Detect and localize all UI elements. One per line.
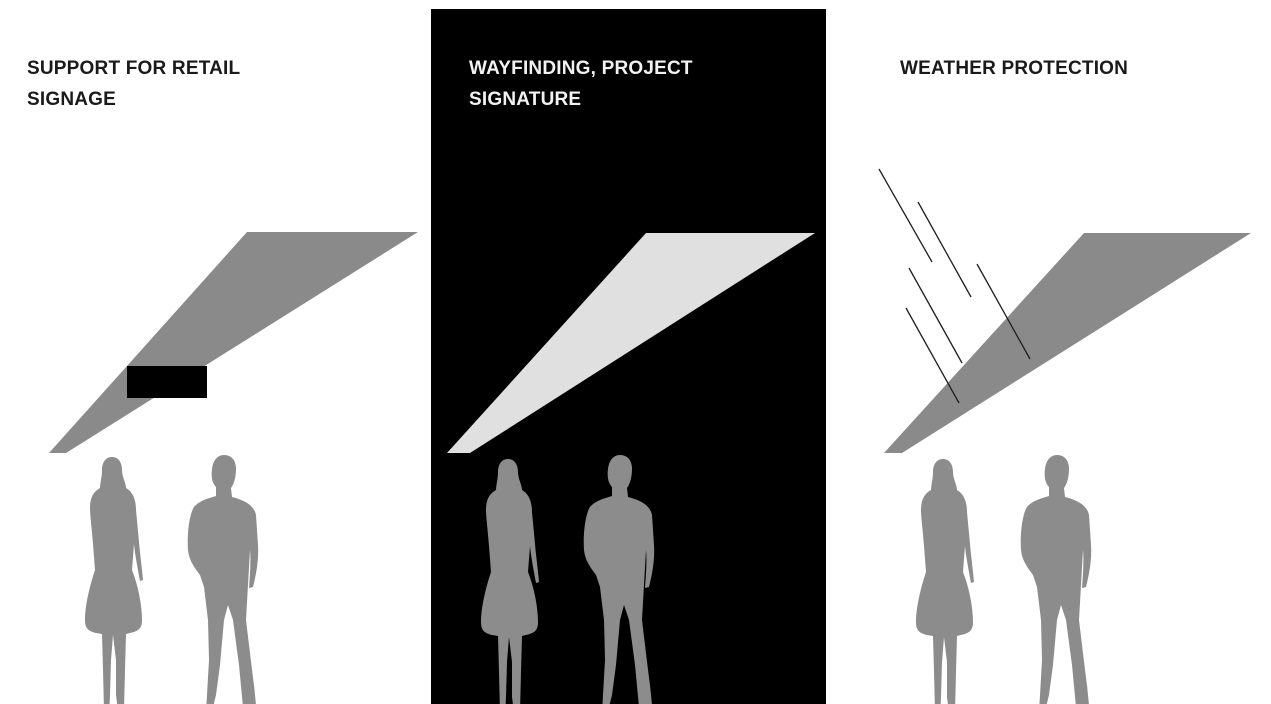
rain-line <box>879 169 932 262</box>
wayfinding-woman-figure <box>481 459 539 704</box>
retail-sign-box <box>127 366 207 398</box>
retail-woman-figure <box>85 457 143 704</box>
rain-line <box>909 268 962 363</box>
wayfinding-canopy <box>447 233 815 453</box>
weather-canopy <box>884 233 1251 453</box>
rain-line <box>906 308 959 403</box>
retail-canopy <box>49 232 418 453</box>
weather-man-figure <box>1021 455 1103 704</box>
wayfinding-man-figure <box>584 455 666 704</box>
rain-line <box>918 202 971 297</box>
retail-man-figure <box>188 455 270 704</box>
weather-woman-figure <box>916 459 974 704</box>
